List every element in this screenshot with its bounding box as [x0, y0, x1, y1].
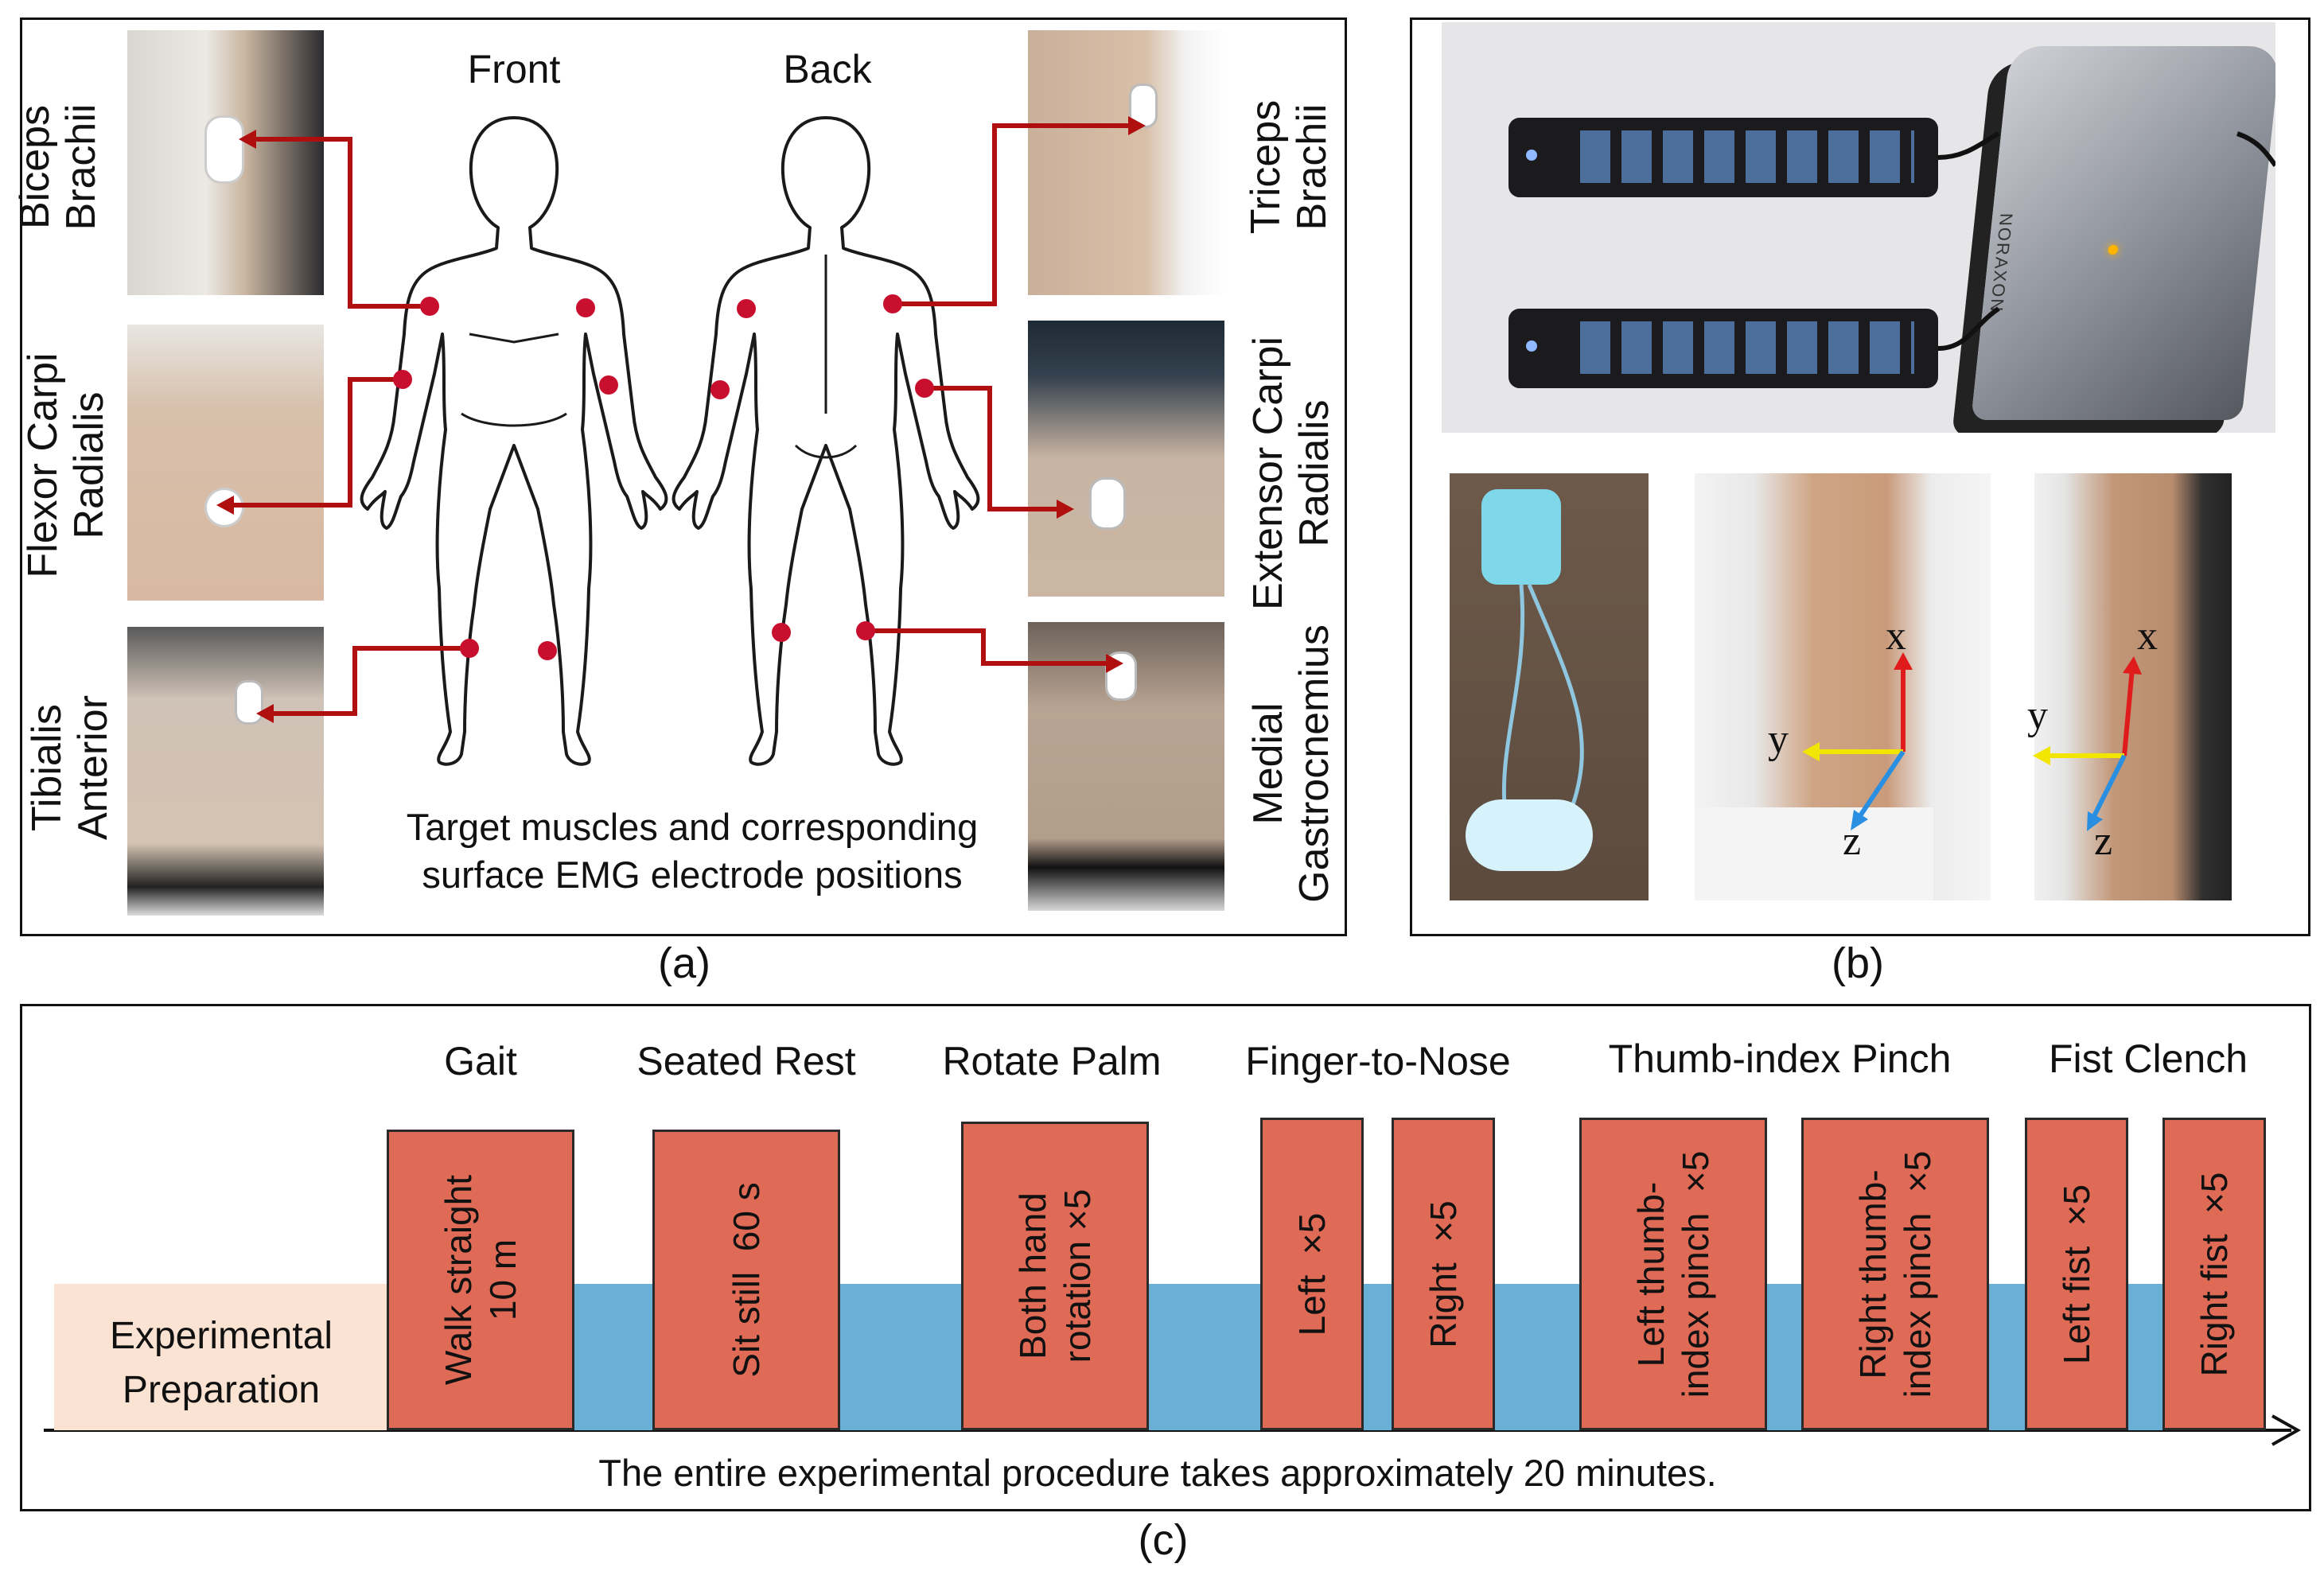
sensor-photo: [1450, 473, 1649, 900]
arrowheads: [216, 116, 1146, 723]
back-body-figure: [672, 116, 980, 766]
heading-thumb-index-pinch: Thumb-index Pinch: [1608, 1036, 1952, 1081]
front-label: Front: [467, 47, 561, 91]
step-text: Both hand rotation ×5: [1012, 1188, 1098, 1363]
step-text: Walk straight 10 m: [438, 1174, 524, 1386]
step-walk-straight: Walk straight 10 m: [387, 1130, 574, 1430]
heading-fist-clench: Fist Clench: [2048, 1036, 2248, 1081]
gastrocnemius-photo: [1028, 622, 1224, 911]
step-text: Sit still 60 s: [726, 1182, 767, 1378]
heading-finger-to-nose: Finger-to-Nose: [1245, 1039, 1511, 1083]
leg-axis-z-label: z: [1843, 819, 1862, 864]
extensor-photo: [1028, 321, 1224, 597]
description-line-1: Target muscles and corresponding: [406, 806, 979, 848]
leg-axis-x-label: x: [1886, 613, 1906, 659]
leg-sensor-photo: [1695, 473, 1991, 900]
panel-c-frame: [20, 1004, 2311, 1511]
step-left-fist: Left fist ×5: [2025, 1118, 2128, 1430]
led-icon: [1526, 150, 1537, 161]
sensor-row: [1580, 130, 1914, 183]
heading-seated-rest: Seated Rest: [636, 1039, 856, 1083]
arm-axis-x-label: x: [2137, 613, 2158, 659]
electrode-icon: [1092, 480, 1123, 527]
step-text: Left fist ×5: [2056, 1184, 2097, 1364]
sensor-cable: [1501, 584, 1584, 816]
step-text: Left thumb- index pinch ×5: [1630, 1150, 1716, 1398]
triceps-photo: [1028, 30, 1224, 295]
panel-a-caption: (a): [658, 939, 710, 987]
preparation-text: Experimental Preparation: [54, 1309, 388, 1418]
front-body-figure: [360, 116, 668, 766]
sensor-dock-bottom: [1508, 309, 1938, 388]
electrode-pad-icon: [1466, 799, 1593, 871]
step-finger-nose-right: Right ×5: [1392, 1118, 1495, 1430]
procedure-footer: The entire experimental procedure takes …: [598, 1452, 1717, 1494]
leg-axis-y-label: y: [1768, 717, 1789, 762]
electrode-arrows: [231, 123, 1130, 716]
step-text: Right ×5: [1423, 1200, 1464, 1348]
led-icon: [1526, 340, 1537, 352]
arm-axes: [2033, 656, 2142, 831]
panel-b-caption: (b): [1832, 939, 1884, 987]
tibialis-photo: [127, 627, 324, 916]
emg-device-photo: NORAXON: [1442, 22, 2275, 433]
heading-rotate-palm: Rotate Palm: [942, 1039, 1162, 1083]
description-line-2: surface EMG electrode positions: [422, 854, 963, 896]
electrode-icon: [207, 118, 242, 181]
step-left-pinch: Left thumb- index pinch ×5: [1579, 1118, 1767, 1430]
leg-axes: [1802, 652, 1913, 830]
arm-axis-y-label: y: [2027, 693, 2048, 738]
sensor-dock-top: [1508, 118, 1938, 197]
step-finger-nose-left: Left ×5: [1260, 1118, 1364, 1430]
arm-sensor-photo: [2034, 473, 2232, 900]
cables: [1937, 131, 2275, 351]
step-hand-rotation: Both hand rotation ×5: [961, 1122, 1149, 1430]
foot-shoe: [1695, 807, 1933, 900]
preparation-line-1: Experimental: [109, 1315, 333, 1357]
flexor-photo: [127, 325, 324, 601]
step-text: Right thumb- index pinch ×5: [1852, 1150, 1938, 1398]
back-label: Back: [783, 47, 872, 91]
step-right-pinch: Right thumb- index pinch ×5: [1801, 1118, 1989, 1430]
step-right-fist: Right fist ×5: [2162, 1118, 2266, 1430]
sensor-row: [1580, 321, 1914, 374]
step-text: Left ×5: [1291, 1212, 1333, 1336]
electrode-icon: [237, 683, 261, 722]
experimental-preparation: Experimental Preparation: [54, 1284, 388, 1430]
panel-c-caption: (c): [1138, 1516, 1189, 1564]
timeline-axis: [44, 1414, 2302, 1446]
panel-a-description: Target muscles and corresponding surface…: [334, 803, 1050, 899]
electrode-dots: [393, 294, 934, 660]
step-text: Right fist ×5: [2194, 1172, 2235, 1376]
sensor-unit-icon: [1481, 489, 1561, 585]
arm-axis-z-label: z: [2094, 819, 2113, 864]
step-sit-still: Sit still 60 s: [652, 1130, 840, 1430]
electrode-icon: [1131, 86, 1155, 126]
biceps-photo: [127, 30, 324, 295]
preparation-line-2: Preparation: [122, 1369, 321, 1411]
heading-gait: Gait: [444, 1039, 517, 1083]
